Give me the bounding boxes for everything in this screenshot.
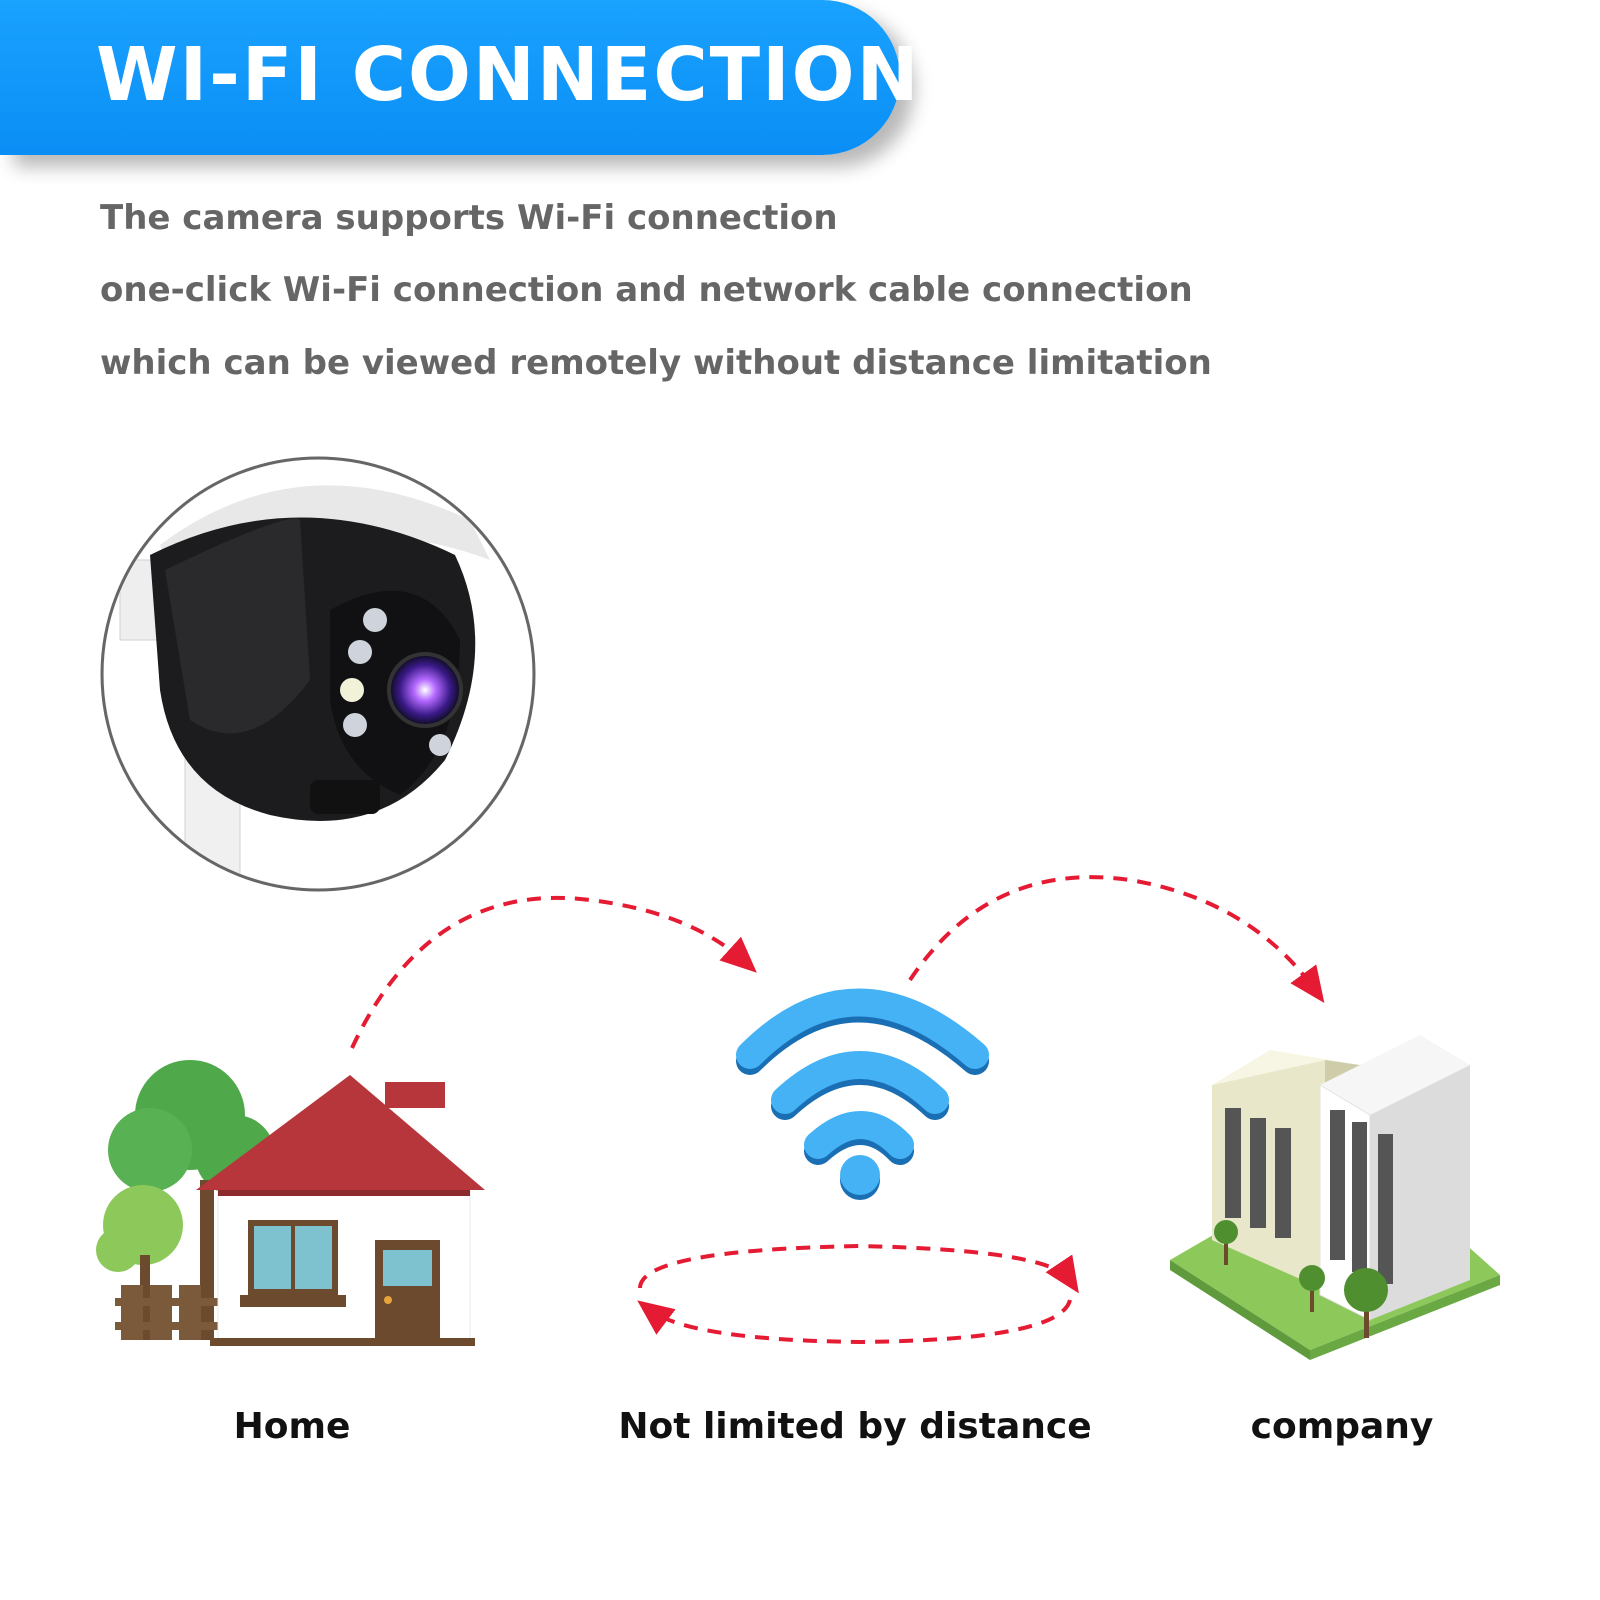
label-company: company <box>1250 1406 1434 1447</box>
label-home: Home <box>233 1406 351 1447</box>
distance-arrows <box>637 1243 1079 1345</box>
banner-title: WI-FI CONNECTION <box>96 32 921 118</box>
description-line-1: The camera supports Wi-Fi connection <box>100 198 838 238</box>
house-icon <box>96 1060 485 1346</box>
arrow-home-to-wifi <box>350 895 757 1049</box>
label-distance: Not limited by distance <box>618 1406 1092 1447</box>
description-line-2: one-click Wi-Fi connection and network c… <box>100 270 1193 310</box>
arrow-wifi-to-company <box>908 875 1325 1003</box>
description-line-3: which can be viewed remotely without dis… <box>100 343 1212 383</box>
camera-photo <box>100 456 536 892</box>
office-building-icon <box>1170 1035 1500 1360</box>
wifi-icon <box>736 988 989 1200</box>
title-banner: WI-FI CONNECTION <box>0 0 919 155</box>
